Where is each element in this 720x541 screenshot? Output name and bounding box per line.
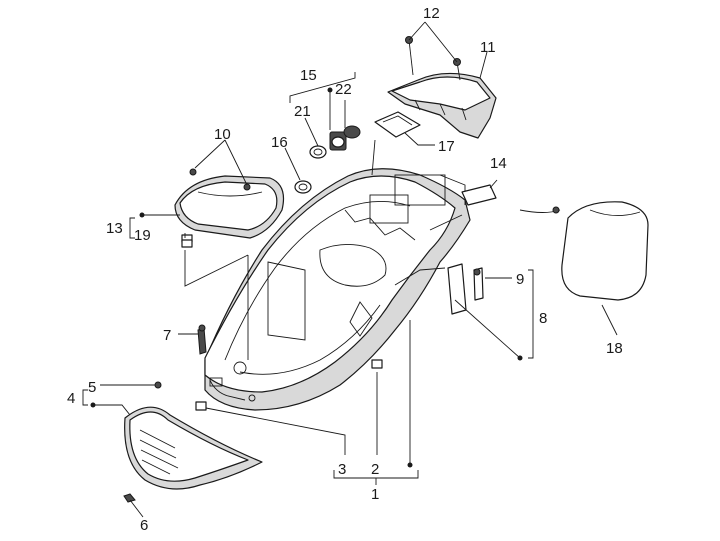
- callout-7: 7: [163, 327, 171, 344]
- callout-1: 1: [371, 486, 379, 503]
- callout-19: 19: [134, 227, 151, 244]
- socket-parts: [309, 125, 361, 159]
- callout-2: 2: [371, 461, 379, 478]
- holder-kit: [447, 263, 484, 315]
- grommet: [294, 180, 312, 194]
- callout-22: 22: [335, 81, 352, 98]
- small-fasteners: [123, 239, 383, 503]
- front-panel: [124, 381, 263, 490]
- callout-14: 14: [490, 155, 507, 172]
- callout-4: 4: [67, 390, 75, 407]
- callout-3: 3: [338, 461, 346, 478]
- callout-6: 6: [140, 517, 148, 534]
- bag: [519, 201, 649, 301]
- clip: [461, 184, 497, 206]
- callout-9: 9: [516, 271, 524, 288]
- helmet-compartment: [204, 168, 471, 411]
- callout-labels: 12 11 15 21 22 17 16 10 14 13 19 9 8 7 1…: [67, 5, 623, 534]
- callout-16: 16: [271, 134, 288, 151]
- callout-11: 11: [480, 39, 496, 56]
- lid-plate: [174, 168, 285, 243]
- rear-cover: [387, 72, 497, 139]
- callout-21: 21: [294, 103, 311, 120]
- callout-17: 17: [438, 138, 455, 155]
- callout-12: 12: [423, 5, 440, 22]
- callout-5: 5: [88, 379, 96, 396]
- callout-10: 10: [214, 126, 231, 143]
- callout-13: 13: [106, 220, 123, 237]
- fuse-holder: [374, 111, 421, 138]
- leader-lines: [82, 21, 618, 518]
- callout-18: 18: [606, 340, 623, 357]
- callout-15: 15: [300, 67, 317, 84]
- callout-8: 8: [539, 310, 547, 327]
